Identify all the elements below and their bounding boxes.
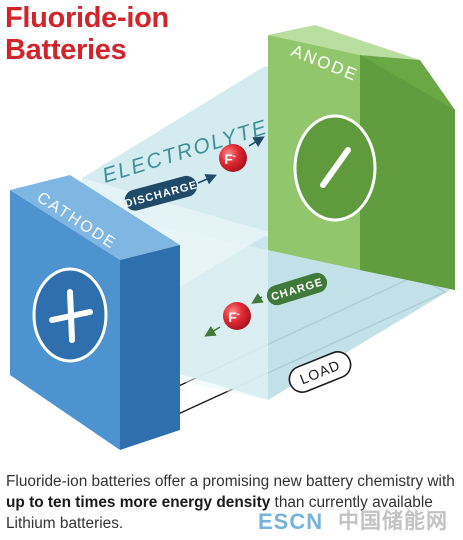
ion-symbol: F xyxy=(228,309,237,325)
title-line-1: Fluoride-ion xyxy=(5,2,169,34)
ion-symbol: F xyxy=(224,151,233,167)
plus-icon xyxy=(49,289,93,343)
caption: Fluoride-ion batteries offer a promising… xyxy=(6,471,458,534)
svg-text:F-: F- xyxy=(224,151,236,167)
watermark-latin: ESCN xyxy=(258,509,324,534)
fluoride-ion-discharge: F- xyxy=(219,136,265,172)
fluoride-ion-charge: F- xyxy=(204,302,251,337)
svg-text:F-: F- xyxy=(228,309,240,325)
battery-diagram: ANODE CATHODE ELECTROLYTE DISCHARGE CHAR… xyxy=(10,25,455,450)
cathode-block xyxy=(10,175,180,450)
caption-part-1: Fluoride-ion batteries offer a promising… xyxy=(6,473,455,490)
page-title: Fluoride-ion Batteries xyxy=(5,2,169,66)
anode-block xyxy=(268,25,455,290)
watermark-cjk: 中国储能网 xyxy=(338,510,448,533)
ion-charge: - xyxy=(233,151,236,161)
watermark: ESCN 中国储能网 xyxy=(256,508,460,536)
caption-part-2: than currently available Lithium batteri… xyxy=(6,494,433,532)
ion-charge: - xyxy=(237,309,240,319)
title-line-2: Batteries xyxy=(5,34,127,66)
minus-icon xyxy=(320,147,351,188)
caption-highlight: up to ten times more energy density xyxy=(6,494,271,511)
